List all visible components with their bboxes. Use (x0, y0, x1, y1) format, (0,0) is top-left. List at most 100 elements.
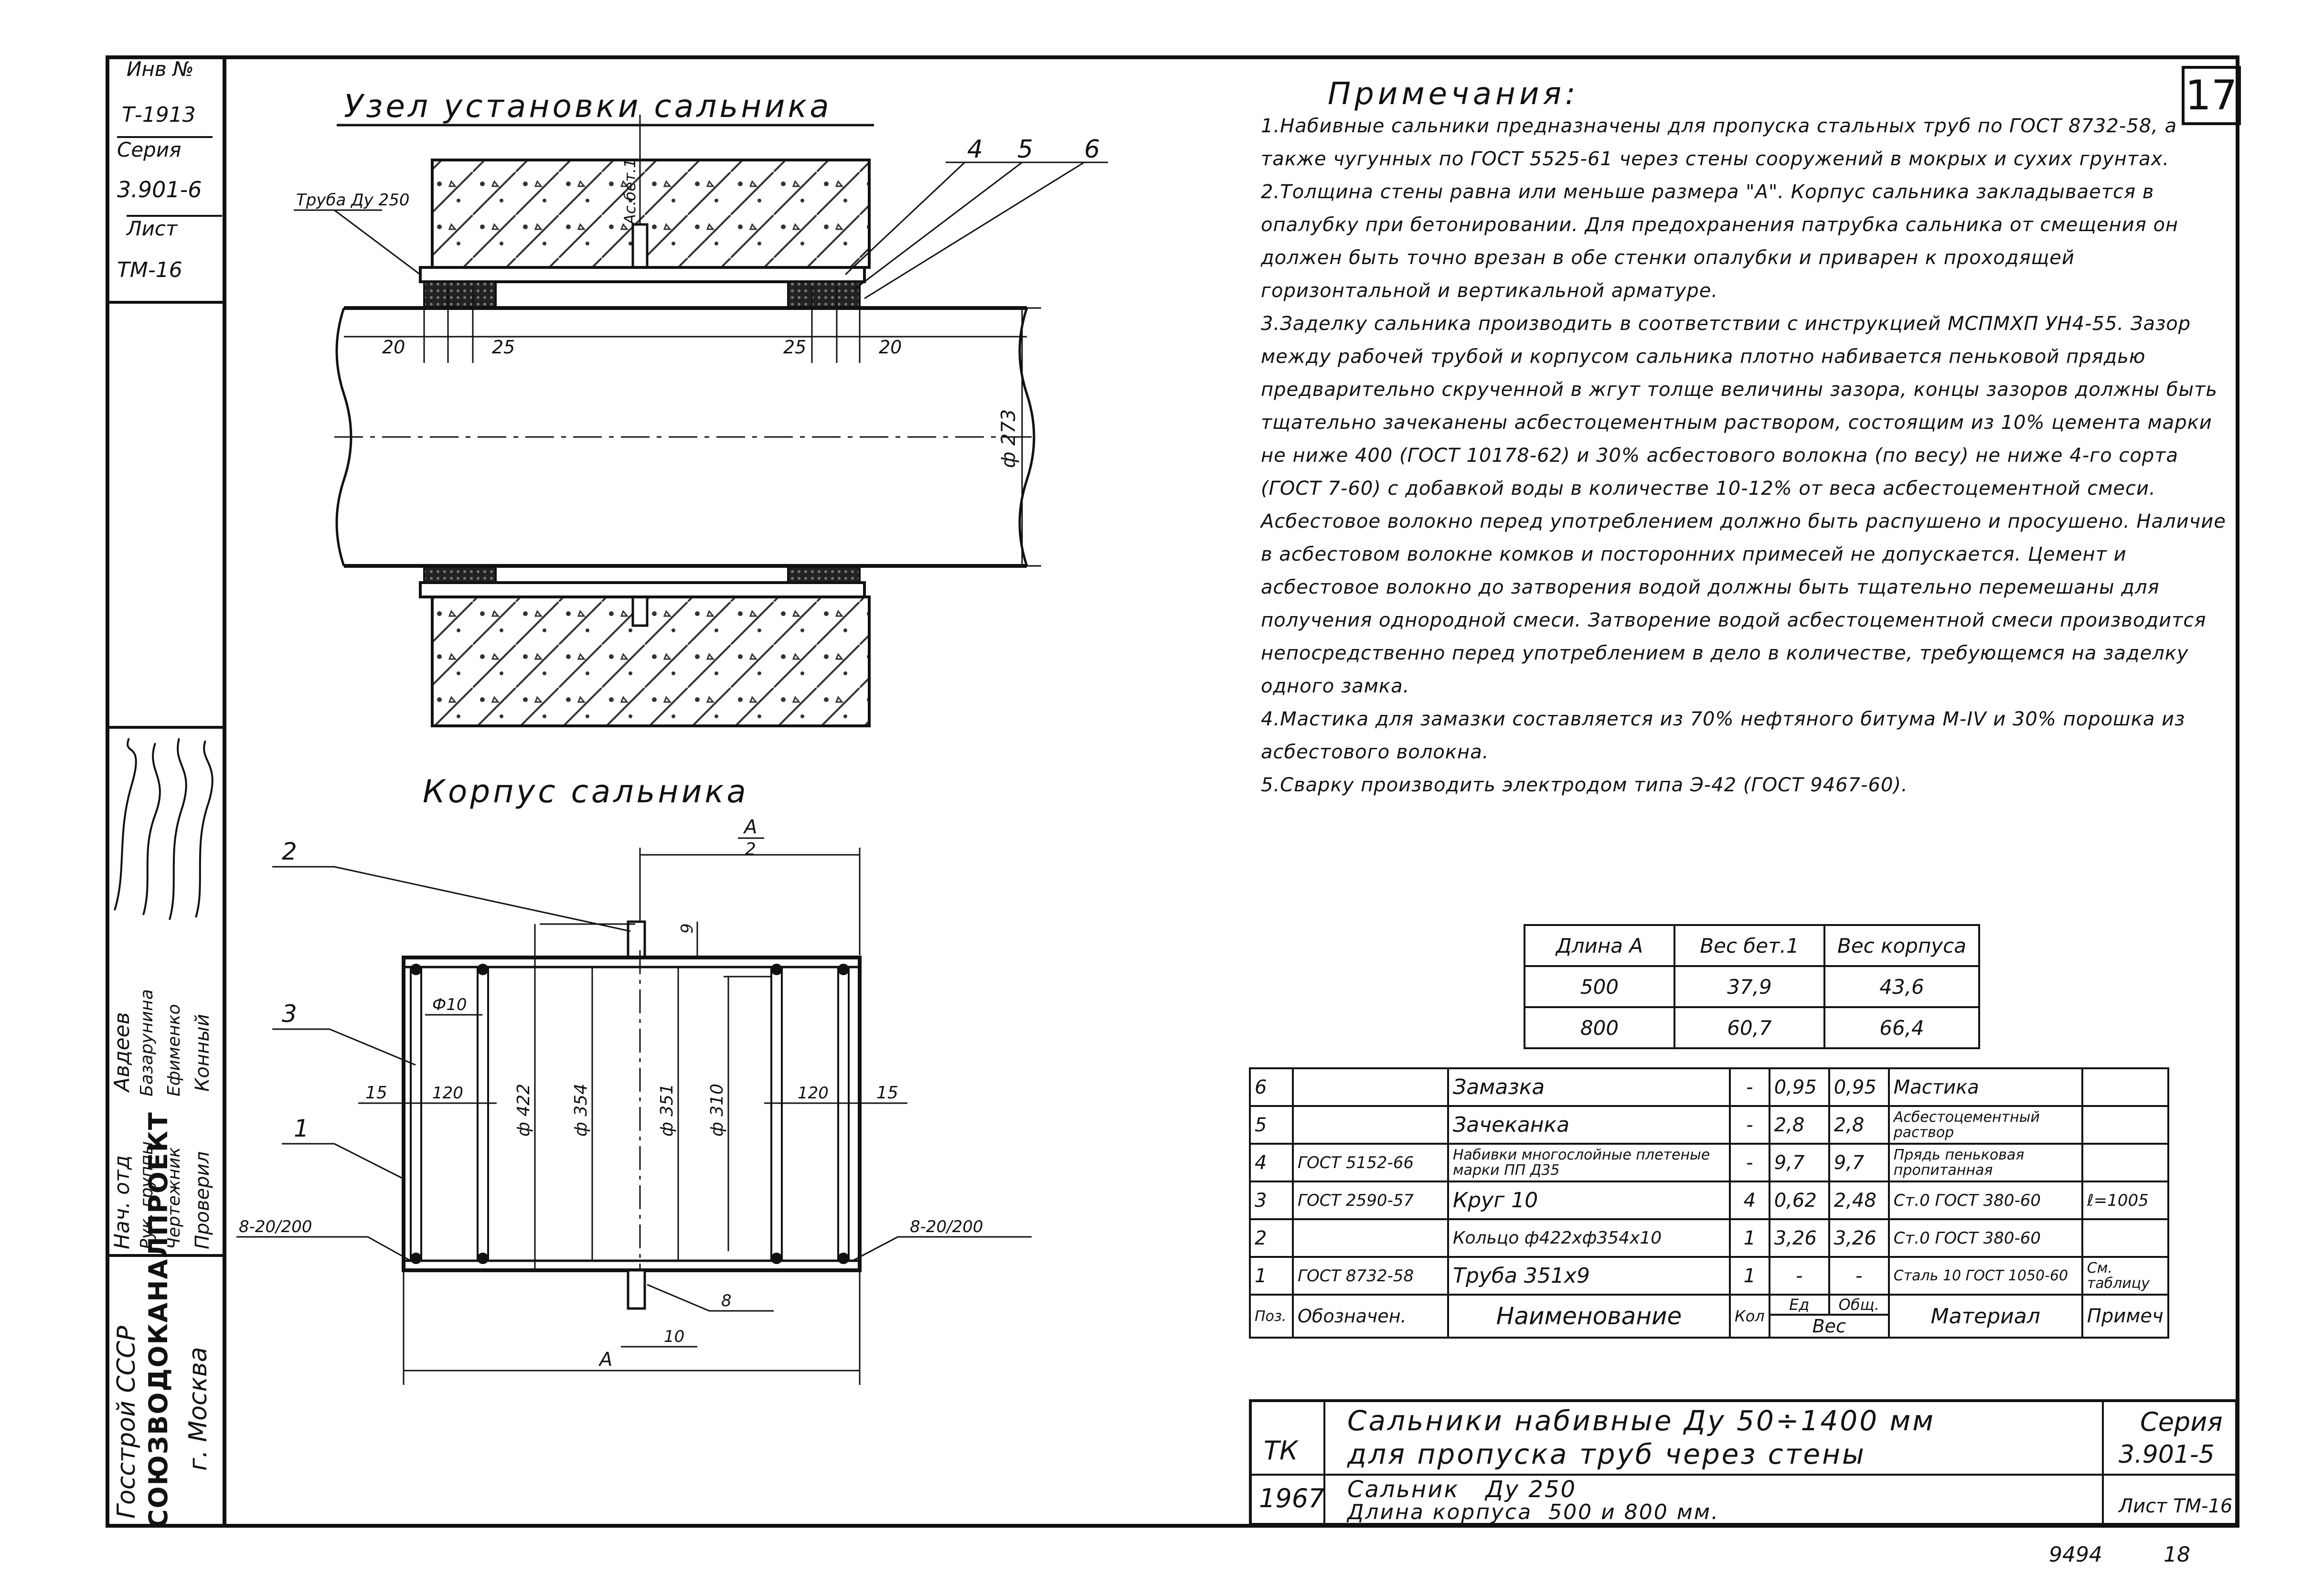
footer-page: 18 (2164, 1542, 2190, 1567)
weight-cell: 500 (1524, 965, 1675, 1008)
notes-title: Примечания: (1328, 76, 1579, 112)
weight-cell: 60,7 (1674, 1006, 1825, 1049)
pipe-break-right (1018, 308, 1035, 566)
rod-left-1 (410, 966, 422, 1262)
weight-col-concrete: Вес бет.1 (1674, 924, 1825, 967)
title-block: ТК 1967 Сальники набивные Ду 50÷1400 мм … (1249, 1399, 2238, 1526)
spec-header-weight-label: Вес (1812, 1316, 1846, 1337)
table-row: 6 Замазка - 0,95 0,95 Мастика (1249, 1067, 2169, 1107)
dim-120-left: 120 (432, 1084, 463, 1103)
note-3: 3.Заделку сальника производить в соответ… (1261, 313, 2226, 697)
table-row: 5 Зачеканка - 2,8 2,8 Асбестоцементный р… (1249, 1105, 2169, 1145)
packing-top-left (423, 281, 497, 309)
spec-name: Круг 10 (1447, 1181, 1731, 1220)
anchor-ring-bottom (631, 596, 649, 627)
dim-phi310: ф 310 (707, 1084, 727, 1137)
weight-cell: 800 (1524, 1006, 1675, 1049)
dim-rod: Ф10 (432, 995, 467, 1014)
packing-top-right (787, 281, 861, 309)
weld-right: 8-20/200 (910, 1217, 983, 1236)
ring-2-top (627, 920, 646, 959)
table-row: 4 ГОСТ 5152-66 Набивки многослойные плет… (1249, 1143, 2169, 1182)
spec-note (2081, 1067, 2169, 1107)
callout-2-leader (334, 866, 631, 932)
rod-left-2 (477, 966, 489, 1262)
ring-2-bottom (627, 1269, 646, 1310)
callout-1: 1 (294, 1115, 309, 1142)
tb-sheet: Лист ТМ-16 (2119, 1495, 2233, 1517)
spec-unit-weight: 0,95 (1768, 1067, 1830, 1107)
spec-name: Труба 351х9 (1447, 1256, 1731, 1296)
pipe-label-leader (334, 209, 421, 276)
callout-leader-6 (864, 161, 1085, 299)
spec-unit-weight: - (1768, 1256, 1830, 1296)
weight-cell: 66,4 (1823, 1006, 1980, 1049)
tb-title-2: для пропуска труб через стены (1347, 1438, 1866, 1470)
weld-bottom: 8 (721, 1291, 732, 1310)
weld-dot-5 (410, 1253, 422, 1264)
weld-dot-8 (838, 1253, 849, 1264)
name-3: Ефименко (164, 1004, 184, 1096)
dim-15-left: 15 (365, 1083, 387, 1103)
anchor-ring-top (631, 223, 649, 269)
notes-block: Примечания: 1.Набивные сальники предназн… (1261, 76, 2230, 802)
spec-unit-weight: 3,26 (1768, 1218, 1830, 1258)
spec-header-unit: Ед (1771, 1297, 1830, 1314)
spec-qty: - (1729, 1067, 1770, 1107)
spec-header-total: Общ. (1838, 1296, 1879, 1314)
tb-tk: ТК (1264, 1436, 1298, 1466)
callout-2: 2 (282, 838, 297, 865)
table-row: 800 60,7 66,4 (1524, 1006, 1980, 1049)
callout-6: 6 (1084, 135, 1100, 164)
spec-name: Набивки многослойные плетеные марки ПП Д… (1447, 1143, 1731, 1182)
sleeve-bottom (419, 581, 866, 598)
spec-designation (1292, 1218, 1449, 1258)
spec-note (2081, 1143, 2169, 1182)
weld-dot-1 (410, 964, 422, 975)
sleeve-top (419, 266, 866, 283)
spec-qty: - (1729, 1143, 1770, 1182)
org-city: г. Москва (184, 1347, 213, 1471)
spec-designation: ГОСТ 8732-58 (1292, 1256, 1449, 1296)
dim-20-left: 20 (382, 337, 405, 358)
spec-note (2081, 1218, 2169, 1258)
tb-series-value: 3.901-5 (2119, 1440, 2215, 1469)
spec-qty: 1 (1729, 1256, 1770, 1296)
name-4: Конный (192, 1014, 213, 1092)
spec-material: Ст.0 ГОСТ 380-60 (1887, 1218, 2083, 1258)
signature-block: Нач. отд Рук. группы Чертежник Проверил … (107, 726, 224, 1257)
dim-phi422: ф 422 (514, 1084, 533, 1137)
dim-120-right: 120 (798, 1084, 829, 1103)
spec-unit-weight: 9,7 (1768, 1143, 1830, 1182)
spec-header-qty: Кол (1729, 1294, 1770, 1339)
spec-header-weight: Ед Общ. Вес (1768, 1294, 1890, 1339)
dim-length: А (598, 1349, 612, 1371)
tb-series-label: Серия (2140, 1407, 2223, 1437)
dim-15-right: 15 (876, 1083, 898, 1103)
archive-box: Инв № Т-1913 Серия 3.901-6 Лист ТМ-16 (107, 57, 224, 304)
spec-material: Мастика (1887, 1067, 2083, 1107)
dim-20-right: 20 (879, 337, 902, 358)
rod-right-2 (837, 966, 850, 1262)
spec-note: См. таблицу (2081, 1256, 2169, 1296)
spec-header-pos: Поз. (1249, 1294, 1294, 1339)
table-row: 1 ГОСТ 8732-58 Труба 351х9 1 - - Сталь 1… (1249, 1256, 2169, 1296)
weld-dot-2 (477, 964, 489, 975)
spec-qty: - (1729, 1105, 1770, 1145)
inv-value: Т-1913 (122, 103, 196, 127)
spec-total-weight: 9,7 (1828, 1143, 1890, 1182)
half-length-num: А (743, 816, 757, 838)
dim-25-right: 25 (783, 337, 806, 358)
role-1: Нач. отд (110, 1155, 134, 1249)
name-1: Авдеев (110, 1012, 134, 1092)
dim-phi351: ф 351 (657, 1084, 677, 1137)
table-row: 3 ГОСТ 2590-57 Круг 10 4 0,62 2,48 Ст.0 … (1249, 1181, 2169, 1220)
tb-divider-v2 (2102, 1402, 2104, 1523)
spec-header-row: Поз. Обозначен. Наименование Кол Ед Общ.… (1249, 1294, 2169, 1339)
series-value: 3.901-6 (117, 177, 202, 202)
spec-header-designation: Обозначен. (1292, 1294, 1449, 1339)
spec-total-weight: 2,48 (1828, 1181, 1890, 1220)
table-row: 500 37,9 43,6 (1524, 965, 1980, 1008)
weld-bottom-leader (647, 1284, 710, 1312)
